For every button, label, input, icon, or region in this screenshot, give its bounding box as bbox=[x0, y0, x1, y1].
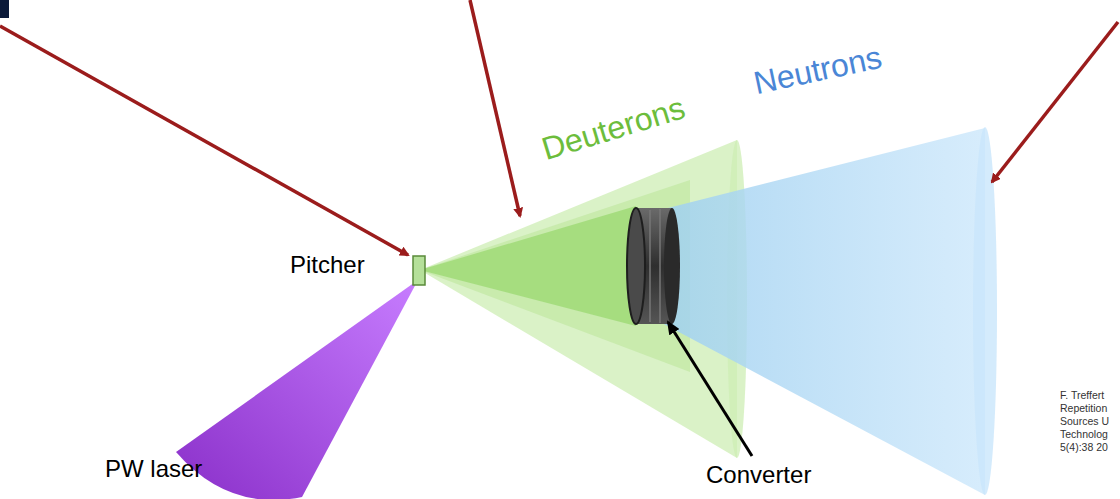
converter-face bbox=[627, 208, 645, 324]
citation-line: F. Treffert bbox=[1060, 390, 1104, 402]
citation-line: Sources U bbox=[1060, 416, 1109, 428]
pointer-arrow bbox=[470, 0, 520, 216]
pointer-arrow bbox=[0, 26, 408, 255]
part-label: Pitcher bbox=[290, 252, 365, 278]
neutron-cone bbox=[660, 128, 985, 495]
converter-band bbox=[659, 209, 661, 323]
leader-arrow bbox=[668, 322, 752, 456]
citation-line: 5(4):38 20 bbox=[1060, 442, 1108, 454]
part-label: Converter bbox=[706, 462, 811, 488]
beam-label: Deuterons bbox=[538, 90, 689, 167]
citation-line: Technolog bbox=[1060, 429, 1108, 441]
converter-back bbox=[664, 208, 680, 324]
beam-label: Neutrons bbox=[751, 40, 885, 101]
converter-band bbox=[649, 210, 651, 322]
pointer-arrow bbox=[992, 22, 1118, 182]
corner-bar bbox=[0, 0, 9, 18]
pitcher-target bbox=[413, 256, 425, 285]
part-label: PW laser bbox=[105, 456, 202, 482]
laser-beam bbox=[176, 280, 418, 499]
deuteron-mid bbox=[420, 180, 690, 372]
citation-line: Repetition bbox=[1060, 403, 1107, 415]
